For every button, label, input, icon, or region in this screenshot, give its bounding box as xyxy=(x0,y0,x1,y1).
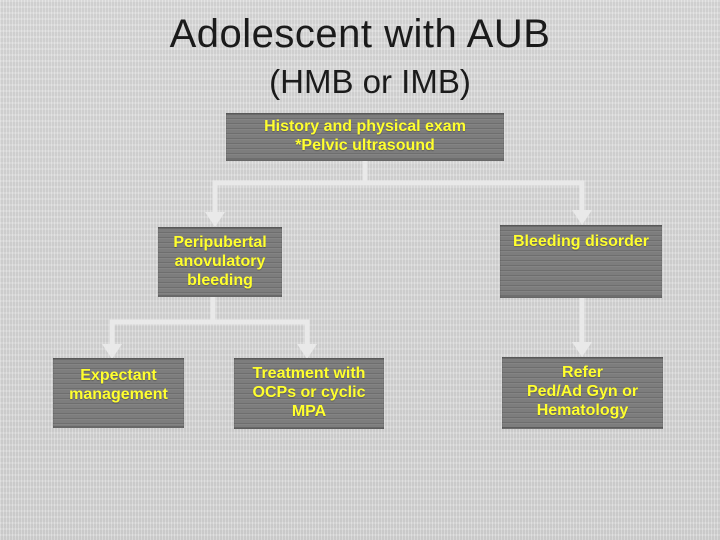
arrowhead-to-peripubertal xyxy=(205,212,225,227)
arrowhead-to-refer xyxy=(572,342,592,357)
flow-box-history-physical-exam: History and physical exam *Pelvic ultras… xyxy=(226,113,504,161)
arrowhead-to-treatment xyxy=(297,344,317,359)
flow-box-treatment-ocps-mpa: Treatment with OCPs or cyclic MPA xyxy=(234,358,384,429)
flow-box-refer-gyn-hematology: Refer Ped/Ad Gyn or Hematology xyxy=(502,357,663,429)
connector-bleeding-to-refer xyxy=(572,298,592,357)
arrowhead-to-expectant xyxy=(102,344,122,359)
slide-subtitle: (HMB or IMB) xyxy=(269,63,471,100)
flow-box-bleeding-disorder: Bleeding disorder xyxy=(500,225,662,298)
flow-box-expectant-management: Expectant management xyxy=(53,358,184,428)
slide-title: Adolescent with AUB xyxy=(169,12,551,56)
arrowhead-to-bleeding xyxy=(572,210,592,225)
flow-box-peripubertal-anovulatory-bleeding: Peripubertal anovulatory bleeding xyxy=(158,227,282,297)
connector-peripubertal-to-level3 xyxy=(102,297,317,359)
connector-root-to-level2 xyxy=(205,161,592,227)
